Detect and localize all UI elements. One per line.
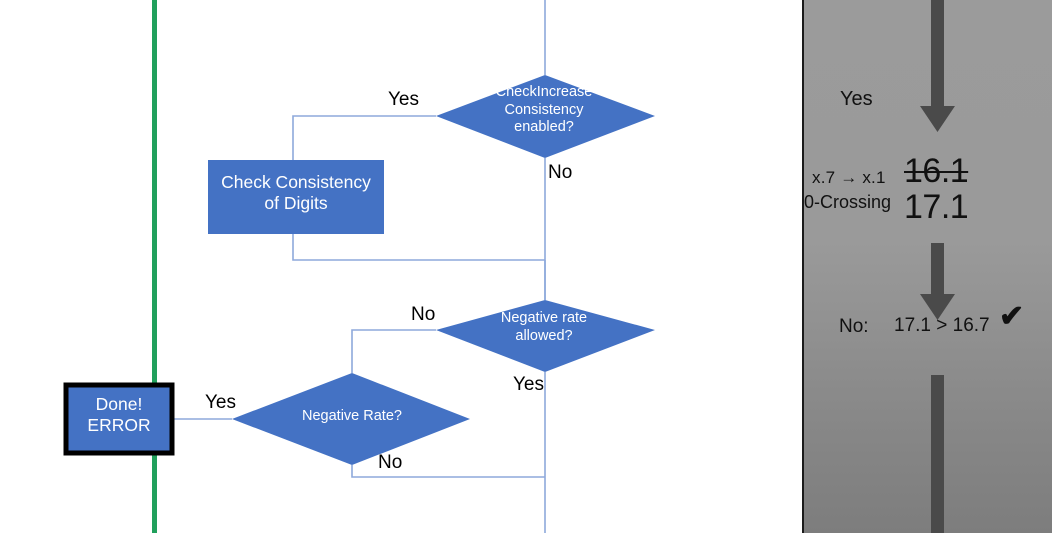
down-shaft-bottom <box>931 375 944 533</box>
flowchart-graphics <box>63 0 655 533</box>
node-check-consistency-of-digits[interactable] <box>208 160 384 234</box>
down-arrow-middle <box>920 243 955 320</box>
panel-arrows <box>920 0 955 533</box>
panel-conversion-label: x.7 → x.1 <box>812 168 886 187</box>
panel-value-struck: 16.1 <box>904 152 969 190</box>
panel-branch-label: Yes <box>840 88 873 110</box>
connector-lines <box>173 0 546 533</box>
connector-negrate-no <box>351 465 545 478</box>
edge-label-negative-rate-no: No <box>378 452 403 473</box>
flowchart-region: CheckIncrease Consistency enabled? Check… <box>63 0 655 533</box>
panel-zero-crossing-label: 0-Crossing <box>804 192 892 212</box>
edge-label-check-increase-yes: Yes <box>388 89 419 110</box>
node-done-error[interactable] <box>63 382 175 456</box>
panel-comparison: 17.1 > 16.7 <box>894 315 990 336</box>
edge-label-negative-rate-allowed-no: No <box>411 304 436 325</box>
connector-yes-to-checkcons <box>292 115 436 160</box>
node-negative-rate[interactable] <box>232 373 470 465</box>
edge-label-negative-rate-yes: Yes <box>205 392 236 413</box>
panel-value-current: 17.1 <box>904 188 969 226</box>
connector-checkcons-to-spine <box>292 233 545 261</box>
down-arrow-top <box>920 0 955 132</box>
edge-label-check-increase-no: No <box>548 162 573 183</box>
panel-result-prefix: No: <box>839 316 869 337</box>
node-negative-rate-allowed[interactable] <box>436 300 655 372</box>
connector-negallowed-no <box>351 329 436 373</box>
annotation-panel: Yes x.7 → x.1 0-Crossing 16.1 17.1 No: 1… <box>802 0 1052 533</box>
edge-label-negative-rate-allowed-yes: Yes <box>513 374 544 395</box>
node-check-increase-consistency[interactable] <box>436 75 655 158</box>
check-mark-icon: ✔ <box>999 300 1025 333</box>
